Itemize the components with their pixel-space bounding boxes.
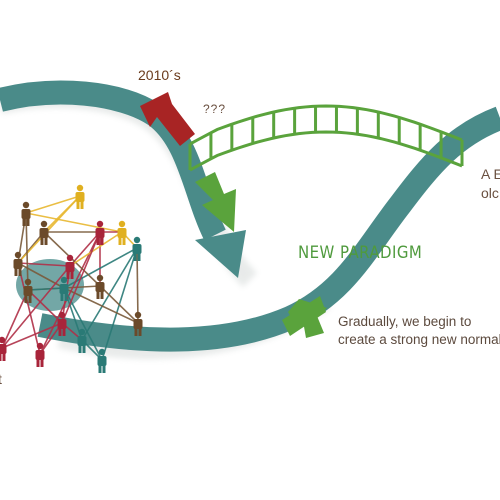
person-icon — [97, 348, 107, 373]
network-link — [25, 212, 123, 233]
band-arrowhead-icon — [195, 230, 246, 278]
new-paradigm-label: NEW PARADIGM — [298, 243, 423, 263]
network-link — [17, 195, 81, 264]
person-icon — [59, 276, 69, 301]
person-icon — [95, 274, 105, 299]
person-icon — [57, 311, 67, 336]
person-icon — [132, 236, 142, 261]
bridge-rail-top — [189, 104, 463, 146]
person-icon — [23, 278, 33, 303]
network-link — [17, 262, 41, 355]
green-arrow-down-icon — [195, 172, 236, 232]
network-link — [69, 231, 101, 267]
network-link — [99, 285, 139, 324]
network-link — [63, 287, 103, 361]
person-icon — [77, 328, 87, 353]
question-label: ??? — [203, 102, 227, 116]
red-arrow-icon — [140, 92, 195, 146]
person-icon — [21, 201, 31, 226]
network-link — [61, 231, 101, 324]
timeline-band-lower — [37, 106, 500, 352]
person-icon — [117, 220, 127, 245]
network-link — [1, 265, 71, 349]
network-link — [25, 195, 81, 214]
network-link — [1, 289, 29, 349]
person-icon — [13, 251, 23, 276]
right-cut-text-1: A E — [481, 166, 500, 182]
network-link — [25, 212, 29, 291]
right-cut-text-2: olc — [481, 185, 499, 201]
person-icon — [39, 220, 49, 245]
network-link — [27, 289, 63, 324]
person-icon — [75, 184, 85, 209]
green-arrow-up-icon — [282, 296, 327, 338]
left-cut-text: t — [0, 371, 2, 387]
network-link — [27, 287, 65, 291]
gradual-text: Gradually, we begin to create a strong n… — [338, 314, 500, 347]
network-people — [0, 184, 143, 373]
person-icon — [35, 342, 45, 367]
network-link — [1, 322, 63, 349]
bridge-rail-bottom — [189, 130, 463, 172]
network-link — [63, 287, 139, 324]
person-icon — [133, 311, 143, 336]
person-icon — [65, 254, 75, 279]
network-link — [136, 247, 139, 324]
year-label: 2010´s — [138, 67, 181, 83]
network-link — [69, 231, 123, 267]
person-icon — [0, 336, 7, 361]
person-icon — [95, 220, 105, 245]
bridge-icon — [188, 104, 464, 172]
network-link — [17, 262, 65, 289]
network-link — [81, 247, 138, 341]
